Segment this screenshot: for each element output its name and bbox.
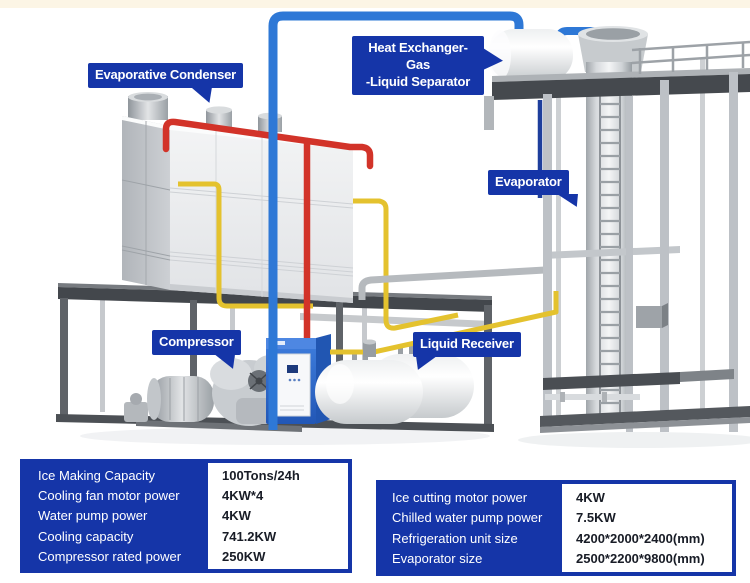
callout-heat-exchanger: Heat Exchanger-Gas -Liquid Separator	[352, 36, 503, 95]
callout-liquid-receiver: Liquid Receiver	[413, 332, 521, 370]
spec-value: 100Tons/24h	[222, 468, 300, 484]
spec-table-right: Ice cutting motor power Chilled water pu…	[376, 480, 736, 576]
callout-label-line1: Heat Exchanger-Gas	[368, 40, 468, 72]
callout-label: Liquid Receiver	[420, 336, 514, 351]
spec-value: 4KW	[222, 508, 251, 524]
callout-evaporative-condenser: Evaporative Condenser	[88, 63, 244, 103]
spec-value: 250KW	[222, 548, 266, 564]
blue-pipe-main	[268, 11, 524, 430]
spec-label: Cooling capacity	[38, 528, 134, 544]
spec-value: 2500*2200*9800(mm)	[576, 551, 705, 567]
spec-label: Water pump power	[38, 508, 148, 524]
evaporative-condenser-unit	[121, 92, 354, 303]
ladder-rungs	[600, 102, 620, 418]
spec-value: 4200*2000*2400(mm)	[576, 530, 705, 546]
callout-evaporator: Evaporator	[488, 170, 578, 207]
railing	[631, 40, 750, 74]
spec-left-labels: Ice Making Capacity Cooling fan motor po…	[24, 463, 208, 569]
spec-value: 741.2KW	[222, 528, 277, 544]
spec-table-left: Ice Making Capacity Cooling fan motor po…	[20, 459, 352, 573]
spec-left-values: 100Tons/24h 4KW*4 4KW 741.2KW 250KW	[208, 463, 348, 569]
evaporator-tower	[484, 26, 750, 433]
spec-value: 4KW*4	[222, 488, 264, 504]
gray-pipe	[358, 266, 546, 300]
top-border-strip	[0, 0, 750, 8]
heat-exchanger-tank	[489, 29, 573, 81]
control-cabinet	[266, 334, 331, 424]
ground-shadows	[80, 427, 750, 448]
spec-label: Ice Making Capacity	[38, 468, 156, 484]
red-pipes	[162, 118, 374, 352]
spec-label: Cooling fan motor power	[38, 488, 180, 504]
spec-label: Chilled water pump power	[392, 510, 543, 526]
callout-label-line2: -Liquid Separator	[365, 73, 471, 89]
spec-label: Refrigeration unit size	[392, 530, 518, 546]
spec-value: 4KW	[576, 489, 605, 505]
spec-label: Compressor rated power	[38, 548, 182, 564]
callout-compressor: Compressor	[152, 330, 241, 369]
yellow-pipes-back	[178, 181, 459, 331]
spec-label: Evaporator size	[392, 551, 483, 567]
callout-label: Evaporative Condenser	[95, 67, 237, 82]
spec-right-labels: Ice cutting motor power Chilled water pu…	[380, 484, 562, 572]
callout-label: Compressor	[159, 334, 234, 349]
spec-right-values: 4KW 7.5KW 4200*2000*2400(mm) 2500*2200*9…	[562, 484, 732, 572]
liquid-receiver-tanks	[315, 344, 474, 424]
spec-label: Ice cutting motor power	[392, 489, 528, 505]
callout-label: Evaporator	[495, 174, 562, 189]
spec-value: 7.5KW	[576, 510, 616, 526]
